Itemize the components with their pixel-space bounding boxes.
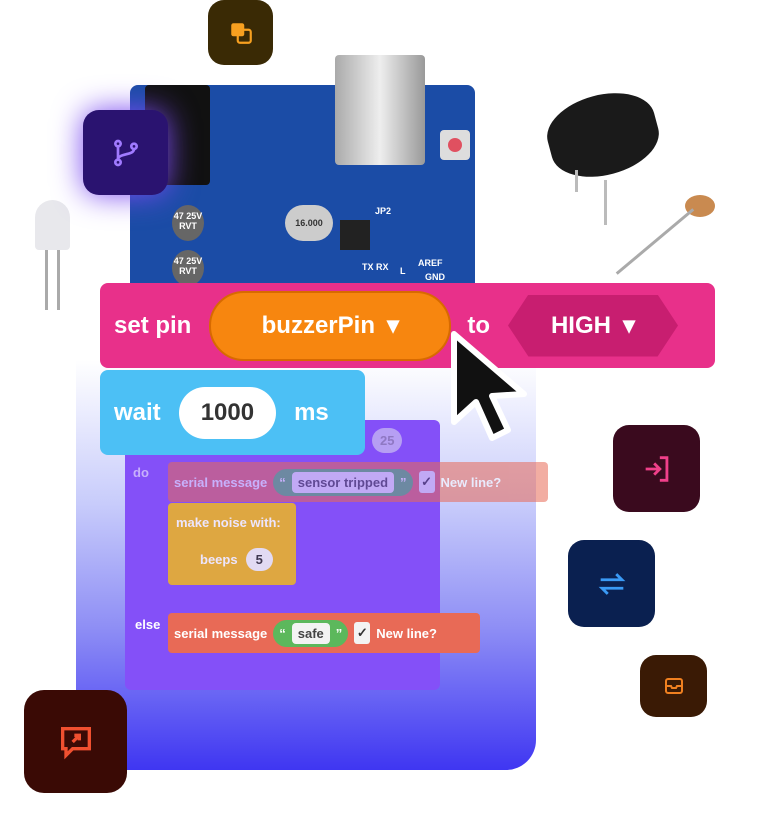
chip — [340, 220, 370, 250]
beeps-label: beeps — [200, 552, 238, 567]
reset-button — [440, 130, 470, 160]
aref-label: AREF — [418, 258, 443, 268]
serial-message-block[interactable]: serial message “ safe ” ✓ New line? — [168, 613, 480, 653]
buzzer — [539, 82, 667, 188]
capacitor: 47 25V RVT — [172, 250, 204, 286]
pin-dropdown[interactable]: buzzerPin ▾ — [209, 290, 452, 361]
noise-label: make noise with: — [176, 515, 281, 530]
wait-input[interactable]: 1000 — [178, 386, 277, 439]
l-label: L — [400, 266, 406, 276]
quote: “ — [279, 625, 286, 641]
newline-checkbox[interactable]: ✓ — [418, 471, 435, 493]
set-pin-block[interactable]: set pin buzzerPin ▾ to HIGH ▾ — [100, 283, 715, 368]
make-noise-block[interactable]: make noise with: beeps 5 — [168, 503, 296, 585]
value-text: HIGH — [550, 311, 611, 339]
buzzer-leg — [575, 170, 578, 192]
gnd-label: GND — [425, 272, 445, 282]
sync-icon — [598, 572, 625, 595]
led — [35, 200, 70, 250]
message-input[interactable]: safe — [291, 622, 330, 644]
branch-icon — [113, 139, 138, 166]
capacitor: 47 25V RVT — [172, 205, 204, 241]
copy-tile — [208, 0, 273, 65]
txrx-label: TX RX — [362, 262, 389, 272]
serial-label: serial message — [174, 625, 268, 641]
serial-message-block[interactable]: serial message “ sensor tripped ” ✓ New li… — [168, 462, 548, 502]
to-label: to — [467, 311, 490, 339]
wait-label: wait — [114, 398, 161, 426]
quote: ” — [400, 474, 407, 490]
buzzer-leg — [604, 180, 607, 225]
jp2-label: JP2 — [375, 206, 392, 216]
message-icon — [60, 726, 91, 759]
number-input[interactable]: 25 — [372, 428, 403, 453]
chevron-down-icon: ▾ — [386, 312, 400, 339]
value-dropdown[interactable]: HIGH ▾ — [508, 294, 678, 357]
cursor-icon — [451, 331, 527, 441]
newline-checkbox[interactable]: ✓ — [354, 622, 371, 644]
message-input[interactable]: sensor tripped — [291, 471, 395, 493]
quote: ” — [335, 625, 343, 641]
newline-label: New line? — [376, 625, 437, 641]
usb-port — [335, 55, 425, 165]
led-leg — [57, 250, 60, 310]
wait-block[interactable]: wait 1000 ms — [100, 370, 365, 455]
sync-tile — [568, 540, 655, 627]
copy-icon — [230, 22, 252, 44]
newline-label: New line? — [440, 474, 502, 490]
quote: “ — [279, 474, 286, 490]
set-pin-label: set pin — [114, 311, 192, 339]
pin-value: buzzerPin — [261, 311, 375, 339]
message-tile — [24, 690, 127, 793]
branch-tile — [83, 110, 168, 195]
else-label: else — [135, 617, 161, 632]
do-label: do — [133, 465, 149, 480]
inbox-tile — [640, 655, 707, 717]
led-leg — [45, 250, 48, 310]
chevron-down-icon: ▾ — [622, 312, 636, 339]
login-tile — [613, 425, 700, 512]
serial-label: serial message — [174, 474, 268, 490]
inbox-icon — [664, 678, 683, 694]
sensor-leg — [615, 208, 695, 275]
beeps-input[interactable]: 5 — [245, 548, 273, 571]
crystal: 16.000 — [285, 205, 333, 241]
login-icon — [645, 455, 668, 482]
unit-label: ms — [294, 398, 329, 426]
